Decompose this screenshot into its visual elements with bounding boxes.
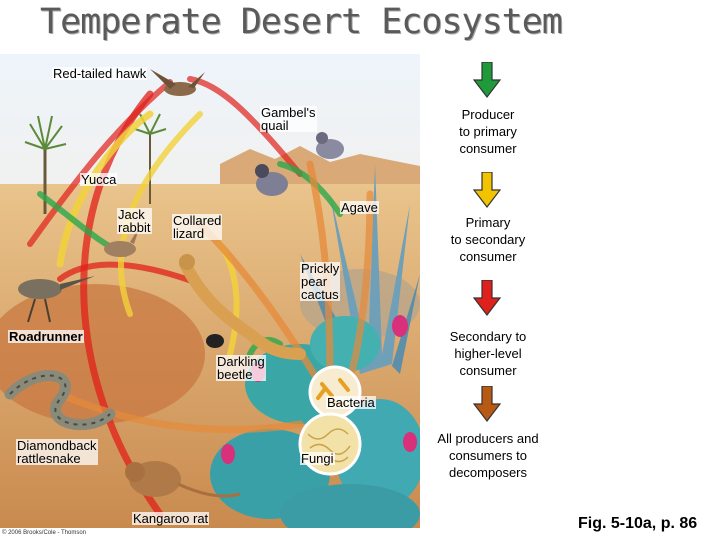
roadrunner-figure: [18, 276, 95, 323]
red-tailed-hawk-figure: [150, 69, 205, 96]
legend-primary-to-secondary: Primary to secondary consumer: [450, 215, 526, 264]
green-arrow-icon: [473, 62, 501, 98]
brown-arrow-icon: [473, 386, 501, 422]
label-roadrunner: Roadrunner: [8, 329, 84, 344]
label-bacteria: Bacteria: [326, 395, 376, 410]
figure-reference: Fig. 5-10a, p. 86: [578, 515, 698, 532]
page-title: Temperate Desert Ecosystem: [40, 2, 563, 42]
yellow-arrow-icon: [473, 172, 501, 208]
collared-lizard-figure: [179, 254, 306, 360]
label-diamondback-rattlesnake: Diamondback rattlesnake: [16, 438, 98, 466]
ecosystem-illustration: [0, 54, 420, 528]
darkling-beetle-figure: [206, 334, 224, 348]
label-red-tailed-hawk: Red-tailed hawk: [52, 66, 148, 81]
red-arrow-icon: [473, 280, 501, 316]
kangaroo-rat-figure: [125, 461, 241, 498]
legend-producer-to-primary: Producer to primary consumer: [459, 107, 517, 156]
label-yucca: Yucca: [80, 172, 118, 187]
yellow-arrow-rat-hawk: [118, 111, 203, 317]
label-prickly-pear-cactus: Prickly pear cactus: [300, 261, 341, 302]
label-darkling-beetle: Darkling beetle: [216, 354, 266, 382]
yellow-arrow-rabbit-hawk: [56, 110, 154, 268]
red-arrow-lizard-roadrunner: [57, 261, 203, 287]
gambels-quail-figure: [255, 132, 344, 196]
orange-arrow-lizard-decomposers: [196, 220, 324, 388]
yucca-plant: [24, 113, 167, 214]
label-agave: Agave: [340, 200, 379, 215]
copyright-note: © 2006 Brooks/Cole - Thomson: [2, 530, 87, 536]
red-arrow-roadrunner-hawk: [27, 79, 173, 247]
label-fungi: Fungi: [300, 451, 335, 466]
rock-mound: [0, 284, 205, 424]
ecosystem-scene: [0, 54, 420, 528]
orange-arrow-snake-decomposers: [56, 390, 304, 434]
red-arrow-quail-hawk: [187, 76, 303, 177]
diamondback-rattlesnake-figure: [4, 370, 116, 431]
prickly-pear-cactus: [210, 315, 420, 528]
label-jack-rabbit: Jack rabbit: [117, 207, 152, 235]
legend-all-to-decomposers: All producers and consumers to decompose…: [437, 431, 539, 480]
label-collared-lizard: Collared lizard: [172, 213, 223, 241]
label-kangaroo-rat: Kangaroo rat: [132, 511, 210, 526]
label-gambels-quail: Gambel's quail: [260, 105, 317, 133]
legend-secondary-to-higher: Secondary to higher-level consumer: [449, 329, 527, 378]
